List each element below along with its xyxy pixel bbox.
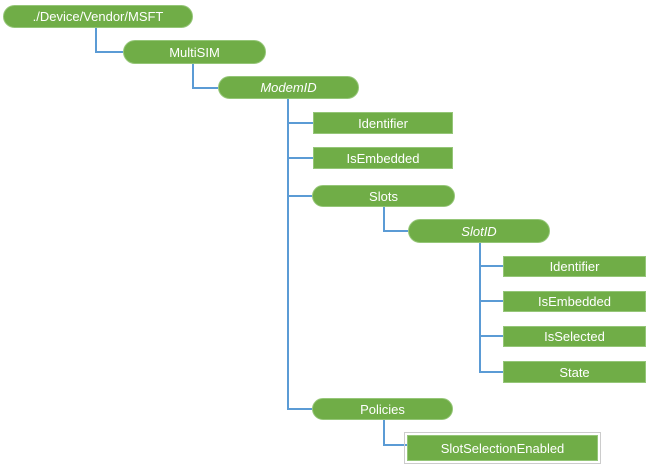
tree-node-label: SlotSelectionEnabled — [440, 440, 565, 456]
connector-multisim-to-modemid — [192, 64, 218, 89]
connector-slots-to-slotid — [383, 207, 408, 232]
tree-node-label: ModemID — [260, 80, 317, 95]
tree-node-identifier-modem: Identifier — [313, 112, 453, 134]
connector-modemid-to-policies — [287, 99, 312, 410]
connector-slotid-to-state — [479, 243, 503, 373]
tree-node-label: State — [559, 364, 590, 380]
tree-node-label: ./Device/Vendor/MSFT — [32, 9, 164, 24]
tree-node-label: Slots — [369, 188, 398, 204]
tree-node-label: Identifier — [358, 115, 408, 131]
tree-node-isembedded-modem: IsEmbedded — [313, 147, 453, 169]
tree-node-slotselectionenabled: SlotSelectionEnabled — [404, 432, 601, 464]
tree-node-slots: Slots — [312, 185, 455, 207]
connector-policies-to-slotselectionenabled — [383, 420, 407, 446]
tree-node-identifier-slot: Identifier — [503, 256, 646, 277]
tree-node-label: IsEmbedded — [538, 294, 611, 309]
tree-node-multisim: MultiSIM — [123, 40, 266, 64]
tree-node-slotid: SlotID — [408, 219, 550, 243]
tree-node-label: SlotID — [461, 223, 497, 239]
tree-node-label: Identifier — [549, 259, 600, 274]
connector-root-to-multisim — [95, 28, 123, 53]
tree-node-state: State — [503, 361, 646, 383]
tree-node-label: MultiSIM — [169, 44, 220, 60]
tree-node-policies: Policies — [312, 398, 453, 420]
tree-node-label: Policies — [360, 401, 405, 417]
tree-node-label: IsSelected — [544, 329, 605, 344]
tree-node-root: ./Device/Vendor/MSFT — [3, 5, 193, 28]
tree-node-label: IsEmbedded — [346, 150, 420, 166]
tree-node-isselected: IsSelected — [503, 326, 646, 347]
tree-node-modemid: ModemID — [218, 76, 359, 99]
tree-node-isembedded-slot: IsEmbedded — [503, 291, 646, 312]
